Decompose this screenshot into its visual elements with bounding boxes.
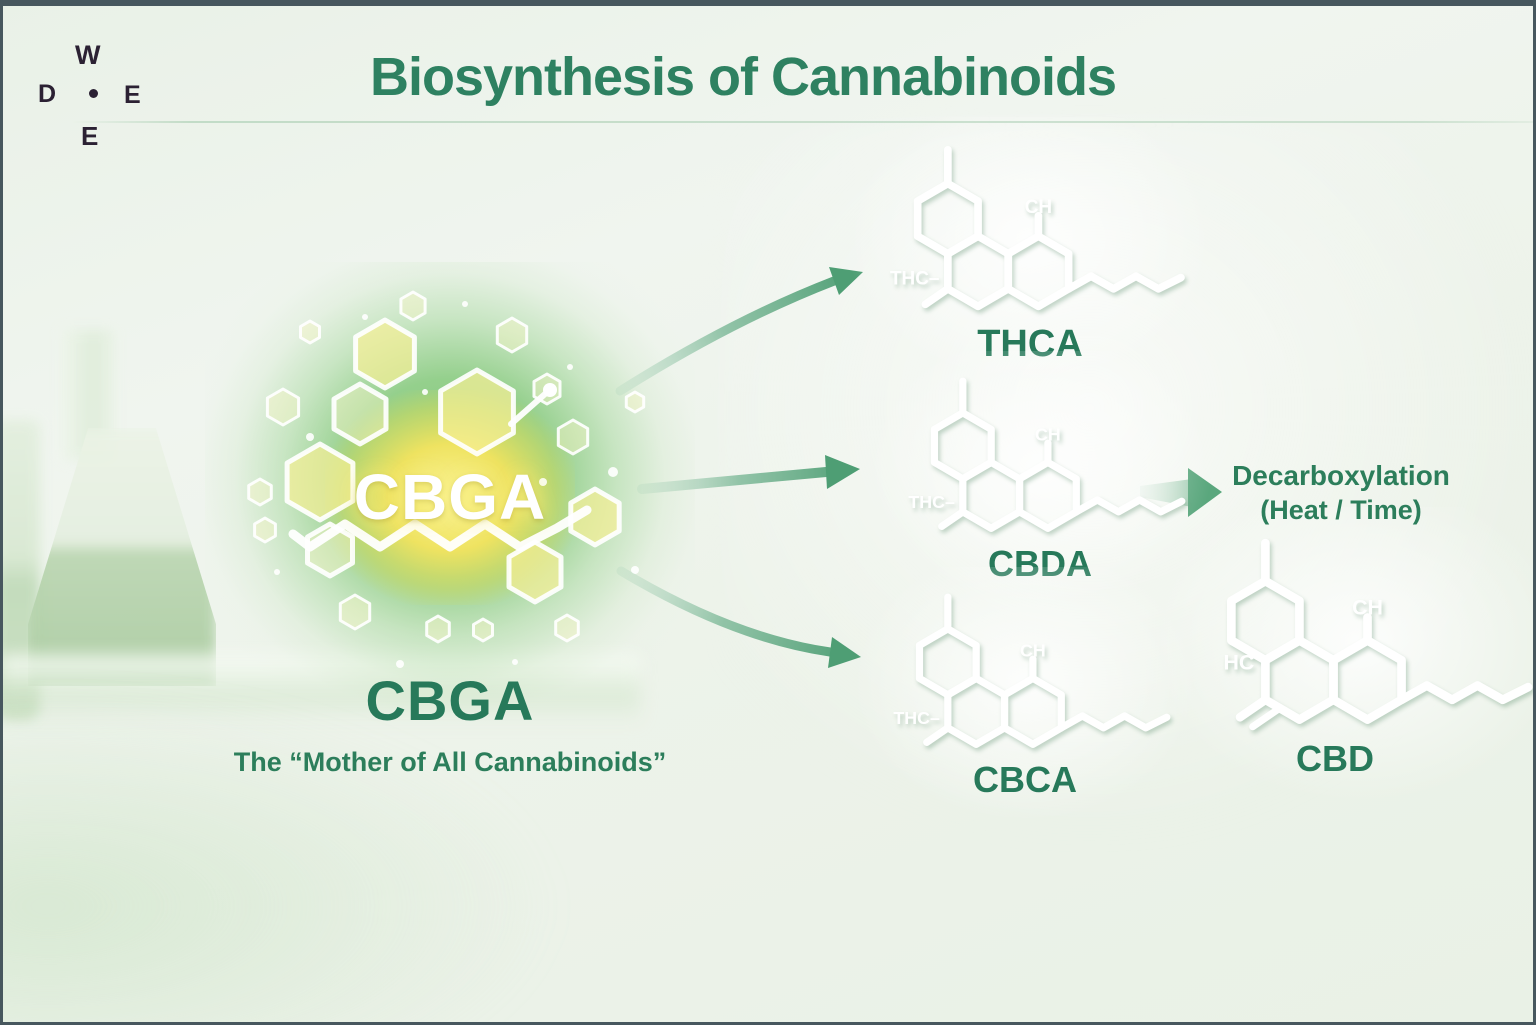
sparkle-dot	[306, 433, 314, 441]
hexagon-art	[331, 381, 389, 447]
hexagon-art	[353, 317, 417, 391]
sparkle-dot	[608, 467, 618, 477]
corner-green-tint	[0, 690, 560, 1025]
molecule-cbca: CH THC– CBCA	[851, 566, 1199, 824]
cluster-hexagon-art	[247, 290, 646, 668]
sparkle-dot	[512, 659, 518, 665]
logo-letter-d: D	[38, 80, 57, 108]
flask-body-art	[28, 428, 216, 686]
molecule-thca: CH THC– THCA	[845, 117, 1215, 388]
atom-label-left: HC	[1223, 651, 1254, 675]
bond-node	[543, 383, 557, 397]
sparkle-dot	[631, 566, 639, 574]
cbga-caption: CBGA The “Mother of All Cannabinoids”	[215, 668, 685, 778]
hexagon-art	[284, 441, 356, 523]
sparkle-dot	[396, 660, 404, 668]
hexagon-art	[253, 516, 277, 544]
molecule-cbda: CH THC– CBDA	[866, 350, 1214, 608]
hexagon-art	[554, 613, 580, 643]
sparkle-dot	[567, 364, 573, 370]
frame-top	[0, 0, 1536, 6]
hexagon-art	[568, 486, 622, 548]
molecule-name-cbca: CBCA	[973, 759, 1077, 801]
atom-label-top: CH	[1025, 197, 1052, 218]
logo-letter-e-bottom: E	[81, 121, 99, 151]
brand-logo: W D E E	[0, 0, 180, 170]
hexagon-art	[399, 290, 427, 322]
atom-label-top: CH	[1020, 641, 1046, 661]
sparkle-dot	[422, 389, 428, 395]
page-title: Biosynthesis of Cannabinoids	[369, 47, 1117, 107]
atom-label-top: CH	[1352, 595, 1383, 619]
frame-bottom	[0, 1022, 1536, 1025]
molecule-structure-thca: CH THC–	[890, 140, 1195, 323]
atom-label-left: THC–	[890, 269, 939, 290]
process-label: Decarboxylation (Heat / Time)	[1228, 460, 1454, 526]
logo-letter-e-right: E	[124, 81, 141, 109]
hexagon-art	[265, 387, 301, 427]
hexagon-art	[495, 316, 529, 354]
hexagon-art	[472, 617, 494, 643]
logo-letter-w: W	[75, 40, 101, 70]
hexagon-art	[438, 367, 516, 457]
logo-dot-icon	[89, 89, 98, 98]
hexagon-art	[299, 319, 321, 345]
frame-right	[1533, 0, 1536, 1025]
process-line2: (Heat / Time)	[1260, 495, 1422, 525]
molecule-structure-cbd: CH HC	[1223, 532, 1536, 738]
process-line1: Decarboxylation	[1232, 460, 1450, 491]
sparkle-dot	[274, 569, 280, 575]
hexagon-art	[425, 614, 451, 644]
atom-label-left: THC–	[908, 492, 955, 512]
hexagon-art	[624, 390, 646, 414]
cbga-cluster: CBGA	[205, 262, 695, 712]
hexagon-art	[247, 477, 273, 507]
molecule-structure-cbca: CH THC–	[893, 588, 1180, 759]
cluster-label: CBGA	[353, 461, 547, 533]
atom-label-top: CH	[1035, 425, 1061, 445]
caption-subtitle: The “Mother of All Cannabinoids”	[233, 747, 667, 777]
molecule-cbd: CH HC CBD	[1149, 507, 1536, 805]
hexagon-art	[506, 539, 564, 605]
molecule-structure-cbda: CH THC–	[908, 372, 1195, 543]
hexagon-art	[338, 593, 372, 631]
sparkle-dot	[539, 478, 547, 486]
caption-title: CBGA	[365, 669, 535, 732]
title-divider	[72, 121, 1536, 123]
sparkle-dot	[462, 301, 468, 307]
atom-label-left: THC–	[893, 708, 940, 728]
frame-left	[0, 0, 3, 1025]
sparkle-dot	[362, 314, 368, 320]
hexagon-art	[556, 418, 590, 456]
molecule-name-cbd: CBD	[1296, 737, 1374, 779]
